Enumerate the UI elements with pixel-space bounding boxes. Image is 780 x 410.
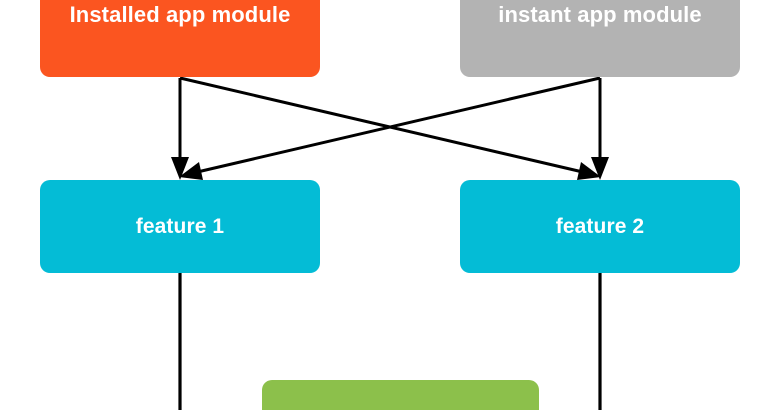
edge-instant-to-feature1	[179, 76, 601, 180]
node-feature-1[interactable]: feature 1	[40, 180, 320, 273]
node-instant-app-module[interactable]: instant app module	[460, 0, 740, 77]
edge-installed-to-feature1	[171, 78, 189, 180]
node-instant-app-module-label: instant app module	[498, 1, 702, 27]
node-shared-module[interactable]	[262, 380, 539, 410]
node-feature-2[interactable]: feature 2	[460, 180, 740, 273]
edge-installed-to-feature2	[179, 76, 601, 180]
node-feature-1-label: feature 1	[135, 214, 225, 238]
node-installed-app-module-label: Installed app module	[69, 1, 291, 27]
node-feature-2-label: feature 2	[555, 214, 645, 238]
edge-instant-to-feature2	[591, 78, 609, 180]
node-installed-app-module[interactable]: Installed app module	[40, 0, 320, 77]
